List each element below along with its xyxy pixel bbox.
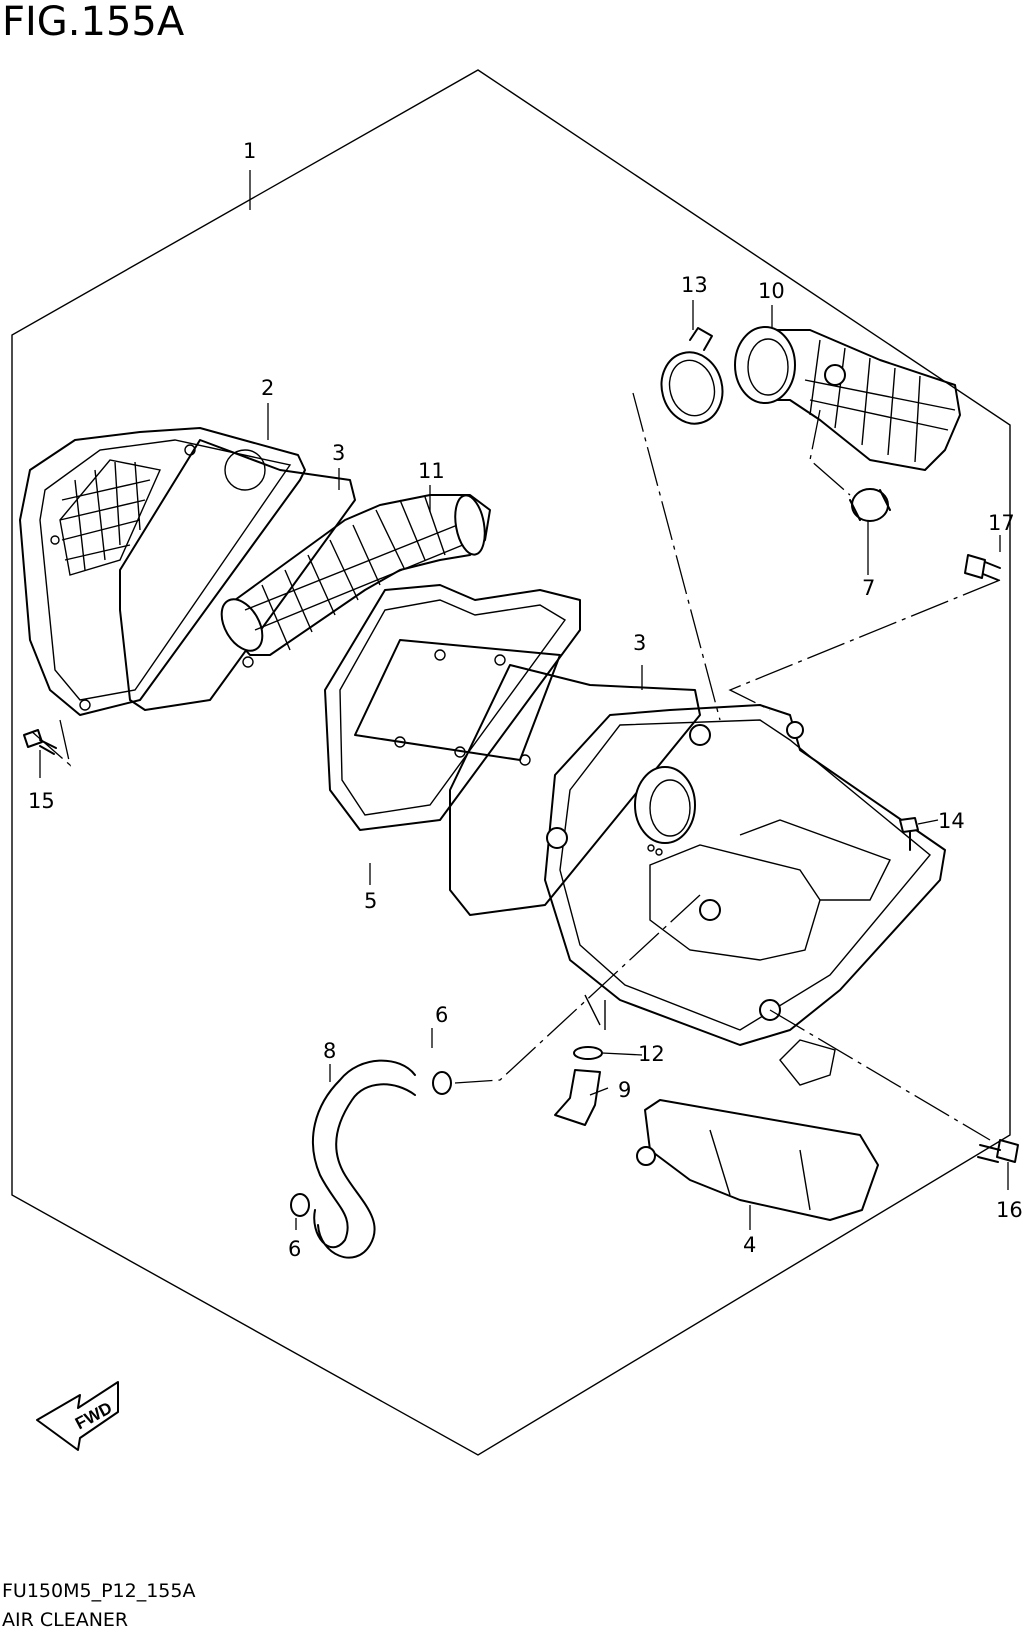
callout-2: 2 [261, 376, 274, 400]
callout-1: 1 [243, 139, 256, 163]
part-1-cleaner-case[interactable] [544, 704, 946, 1086]
callout-9: 9 [618, 1078, 631, 1102]
callout-14: 14 [938, 809, 965, 833]
callout-13: 13 [681, 273, 708, 297]
callouts: 1 2 3 3 4 5 6 6 7 8 9 10 11 12 13 14 15 … [28, 139, 1023, 1261]
part-11-intake-duct[interactable] [213, 493, 491, 668]
part-5-element[interactable] [324, 584, 581, 831]
callout-3-right: 3 [633, 631, 646, 655]
part-8-hose[interactable] [312, 1059, 416, 1259]
footer-assembly-name: AIR CLEANER [2, 1609, 129, 1631]
callout-10: 10 [758, 279, 785, 303]
part-13-clamp[interactable] [654, 327, 731, 431]
callout-11: 11 [418, 459, 445, 483]
callout-5: 5 [364, 889, 377, 913]
callout-17: 17 [988, 511, 1015, 535]
part-6-clip-upper[interactable] [432, 1071, 452, 1095]
part-10-outlet-tube[interactable] [734, 326, 961, 471]
callout-6-lower: 6 [288, 1237, 301, 1261]
callout-6-upper: 6 [435, 1003, 448, 1027]
callout-7: 7 [862, 576, 875, 600]
fwd-arrow-icon: FWD [36, 1381, 119, 1451]
part-9-drain-cap[interactable] [554, 1069, 601, 1126]
part-7-clip[interactable] [849, 488, 891, 522]
figure-title: FIG.155A [2, 0, 185, 45]
assembly-boundary [11, 69, 1011, 1456]
callout-16: 16 [996, 1198, 1023, 1222]
callout-12: 12 [638, 1042, 665, 1066]
callout-4: 4 [743, 1233, 756, 1257]
part-2-cleaner-cap[interactable] [19, 427, 306, 716]
part-4-drain-reservoir[interactable] [636, 1099, 879, 1221]
part-6-clip-lower[interactable] [290, 1193, 310, 1217]
part-12-washer[interactable] [573, 1046, 603, 1060]
part-14-screw[interactable] [899, 817, 919, 851]
part-16-bolt[interactable] [977, 1139, 1019, 1163]
footer-model-code: FU150M5_P12_155A [2, 1580, 196, 1602]
part-3-seal-right[interactable] [449, 664, 701, 916]
part-17-bolt[interactable] [964, 554, 1001, 581]
leader-lines [29, 170, 1009, 1230]
callout-15: 15 [28, 789, 55, 813]
callout-8: 8 [323, 1039, 336, 1063]
callout-3-left: 3 [332, 441, 345, 465]
part-3-seal-left[interactable] [119, 439, 356, 711]
